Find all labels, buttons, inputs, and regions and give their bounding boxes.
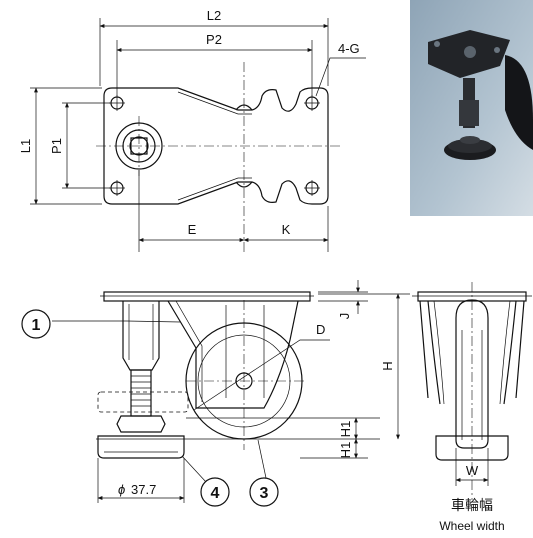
dim-label-e: E: [188, 222, 197, 237]
dim-label-j: J: [337, 313, 352, 320]
callout-3-number: 3: [260, 485, 269, 502]
dim-label-h1-upper: H1: [338, 421, 353, 438]
dim-label-l2: L2: [207, 8, 221, 23]
dim-label-4g: 4-G: [338, 41, 360, 56]
top-view: L2 P2 L1 P1 E K 4-G: [18, 8, 366, 252]
dim-label-h1-lower: H1: [338, 442, 353, 459]
dim-label-p2: P2: [206, 32, 222, 47]
product-photo: [410, 0, 533, 216]
dim-phi-value: 37.7: [131, 482, 156, 497]
dim-phi-symbol: ϕ: [118, 482, 125, 497]
dim-label-p1: P1: [49, 138, 64, 154]
dim-label-d: D: [316, 322, 325, 337]
callout-4-number: 4: [211, 485, 220, 502]
dim-label-l1: L1: [18, 139, 33, 153]
front-view: W 車輪幅 Wheel width: [412, 282, 532, 533]
wheel-width-label-en: Wheel width: [439, 519, 504, 533]
callout-1-number: 1: [32, 317, 41, 334]
dim-label-k: K: [282, 222, 291, 237]
dim-label-w: W: [466, 463, 479, 478]
wheel-width-label-jp: 車輪幅: [451, 497, 493, 514]
side-view: 1 D ϕ 37.7 4 3 J H H1 H1: [21, 280, 410, 507]
dim-label-h: H: [380, 361, 395, 370]
